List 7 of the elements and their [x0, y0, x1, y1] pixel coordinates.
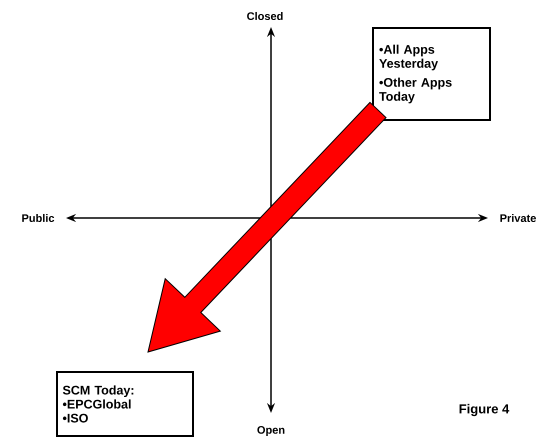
axis-label: Private — [500, 214, 536, 222]
text-box: SCM Today: •EPCGlobal •ISO — [56, 371, 194, 437]
figure-label: Figure 4 — [460, 404, 510, 416]
axis-label: Closed — [247, 12, 283, 20]
axis-label: Open — [257, 426, 284, 436]
text-box: •All Apps Yesterday •Other Apps Today — [372, 27, 491, 121]
axis-label: Public — [22, 214, 54, 222]
